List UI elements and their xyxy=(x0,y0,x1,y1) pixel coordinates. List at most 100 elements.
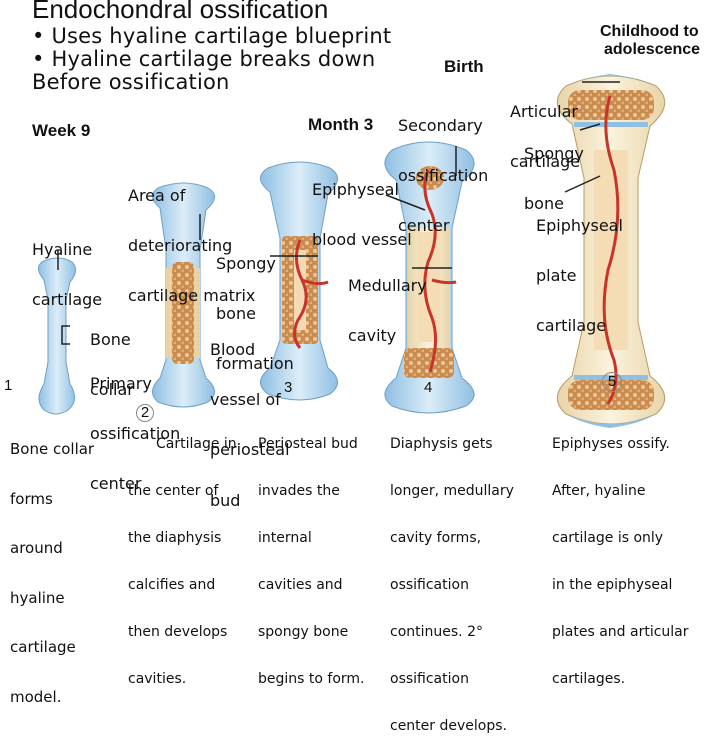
caption-line: center develops. xyxy=(390,718,507,735)
label-line: Medullary xyxy=(348,275,427,295)
caption-line: internal xyxy=(258,530,312,547)
label-line: Hyaline xyxy=(32,239,93,259)
label-line: Spongy xyxy=(216,253,276,273)
caption-line: Epiphyses ossify. xyxy=(552,436,670,453)
caption-line: ossification xyxy=(390,671,469,688)
label-line: cartilage matrix xyxy=(128,286,256,306)
caption-line: cartilage is only xyxy=(552,530,664,547)
stage-2-bone xyxy=(152,182,215,408)
label-bone-collar: Bone collar xyxy=(90,298,134,416)
childhood-header-line2: adolescence xyxy=(604,41,701,58)
label-line: center xyxy=(398,216,450,236)
label-spongy-formation: Spongy bone formation xyxy=(216,222,294,390)
caption-line: longer, medullary xyxy=(390,483,514,500)
label-primary-center: Primary ossification center xyxy=(90,342,180,510)
caption-line: hyaline xyxy=(10,588,65,607)
label-line: Articular xyxy=(510,101,579,121)
label-line: periosteal xyxy=(210,440,290,460)
stage-number-1: 1 xyxy=(4,377,13,394)
stage-5-bone xyxy=(556,74,666,428)
label-line: Primary xyxy=(90,373,152,393)
stage-number-3: 3 xyxy=(284,379,293,396)
bullet-3: Before ossification xyxy=(32,70,230,94)
label-articular-cartilage: Articular cartilage xyxy=(510,70,580,188)
label-spongy-bone: Spongy bone xyxy=(524,112,584,230)
label-line: deteriorating xyxy=(128,235,233,255)
stage-number-4: 4 xyxy=(424,379,433,396)
caption-line: begins to form. xyxy=(258,671,365,688)
label-line: center xyxy=(90,474,142,494)
caption-line: Bone collar xyxy=(10,440,95,458)
caption-line: forms xyxy=(10,489,53,508)
month3-header: Month 3 xyxy=(308,115,374,134)
label-secondary-center: Secondary ossification center xyxy=(398,84,488,252)
caption-line: spongy bone xyxy=(258,624,349,641)
label-line: formation xyxy=(216,354,294,374)
caption-stage-5: Epiphyses ossify. After, hyaline cartila… xyxy=(552,406,689,704)
label-line: bone xyxy=(216,303,256,323)
caption-line: cartilage xyxy=(10,638,76,656)
caption-stage-1: Bone collar forms around hyaline cartila… xyxy=(10,408,94,722)
caption-line: After, hyaline xyxy=(552,483,646,500)
caption-line: the center of xyxy=(128,483,219,500)
label-line: ossification xyxy=(398,165,489,185)
stage-number-2: 2 xyxy=(136,404,154,422)
caption-line: continues. 2° xyxy=(390,624,483,641)
week9-header: Week 9 xyxy=(32,121,91,140)
label-line: ossification xyxy=(90,423,181,443)
label-hyaline: Hyaline cartilage xyxy=(32,208,102,326)
caption-line: in the epiphyseal xyxy=(552,577,673,594)
label-line: Blood xyxy=(210,339,256,359)
caption-line: cavity forms, xyxy=(390,530,482,547)
bullet-1: • Uses hyaline cartilage blueprint xyxy=(32,24,392,48)
label-epiphyseal-plate: Epiphyseal plate cartilage xyxy=(536,184,623,352)
stage-3-bone xyxy=(260,161,338,401)
caption-line: the diaphysis xyxy=(128,530,222,547)
caption-stage-3: Periosteal bud invades the internal cavi… xyxy=(258,406,365,704)
caption-line: around xyxy=(10,539,63,557)
caption-line: cartilages. xyxy=(552,671,626,688)
label-line: bone xyxy=(524,193,564,213)
bullet-2: • Hyaline cartilage breaks down xyxy=(32,47,376,71)
caption-line: Periosteal bud xyxy=(258,436,358,453)
stage-4-bone xyxy=(384,141,475,414)
label-line: Secondary xyxy=(398,115,483,135)
label-epiphyseal-vessel: Epiphyseal blood vessel xyxy=(312,148,412,266)
caption-line: cavities. xyxy=(128,671,187,688)
caption-line: cavities and xyxy=(258,577,343,594)
label-line: cartilage xyxy=(32,289,103,309)
label-deteriorating-matrix: Area of deteriorating cartilage matrix xyxy=(128,154,255,322)
caption-stage-2: Cartilage in the center of the diaphysis… xyxy=(128,406,237,704)
label-line: cavity xyxy=(348,325,397,345)
label-line: Bone xyxy=(90,329,131,349)
caption-line: then develops xyxy=(128,624,228,641)
stage-number-5: 5 xyxy=(602,372,622,392)
caption-line: model. xyxy=(10,687,62,706)
label-line: bud xyxy=(210,490,241,510)
label-line: collar xyxy=(90,379,134,399)
label-line: Area of xyxy=(128,185,186,205)
caption-stage-4: Diaphysis gets longer, medullary cavity … xyxy=(390,406,514,751)
label-line: plate xyxy=(536,265,577,285)
label-line: Epiphyseal xyxy=(312,179,399,199)
caption-line: Cartilage in xyxy=(156,436,237,453)
label-line: cartilage xyxy=(536,316,607,336)
caption-line: invades the xyxy=(258,483,340,500)
caption-line: plates and articular xyxy=(552,624,689,641)
label-line: vessel of xyxy=(210,389,281,409)
label-line: Spongy xyxy=(524,143,584,163)
label-line: cartilage xyxy=(510,151,581,171)
childhood-header-line1: Childhood to xyxy=(600,23,699,40)
ossification-diagram xyxy=(38,74,666,428)
birth-header: Birth xyxy=(444,57,484,76)
stage-1-bone xyxy=(38,257,76,415)
label-line: blood vessel xyxy=(312,229,412,249)
leader-lines xyxy=(57,81,620,345)
caption-line: ossification xyxy=(390,577,469,594)
caption-line: calcifies and xyxy=(128,577,216,594)
label-periosteal-vessel: Blood vessel of periosteal bud xyxy=(210,308,290,526)
label-medullary-cavity: Medullary cavity xyxy=(348,244,427,362)
label-line: Epiphyseal xyxy=(536,215,623,235)
page-title: Endochondral ossification xyxy=(32,0,329,24)
caption-line: Diaphysis gets xyxy=(390,436,493,453)
